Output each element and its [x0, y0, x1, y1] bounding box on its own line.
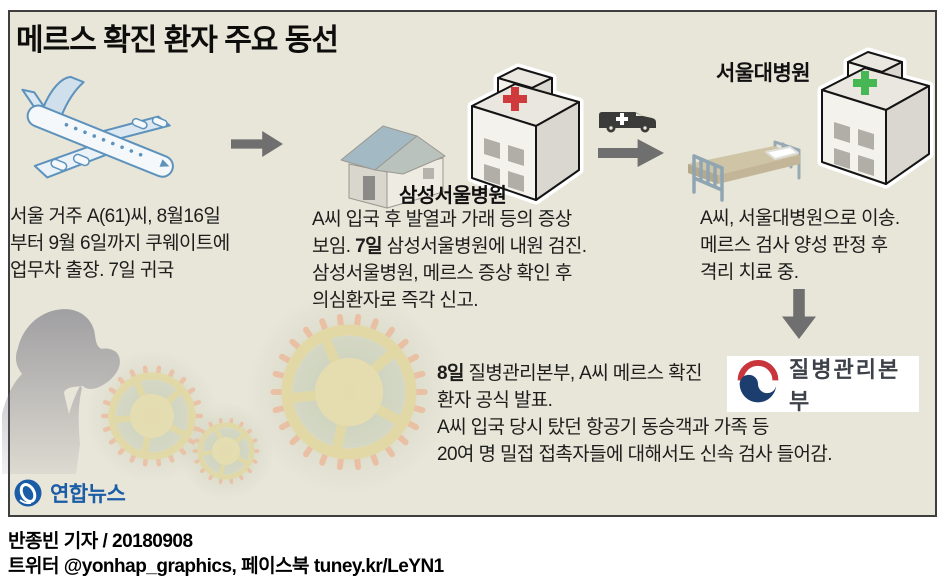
korea-gov-taegeuk-icon	[737, 359, 779, 403]
house-icon	[340, 125, 446, 209]
samsung-hospital-label: 삼성서울병원	[399, 185, 507, 207]
airplane-icon	[21, 75, 174, 179]
mers-virus-icon-large	[270, 313, 428, 471]
yonhap-logo-label: 연합뉴스	[50, 483, 126, 506]
page-title: 메르스 확진 환자 주요 동선	[16, 24, 339, 57]
hospital-bed-icon	[688, 140, 801, 202]
yonhap-logo: 연합뉴스	[13, 478, 126, 508]
mers-virus-icon-small	[192, 418, 260, 484]
hospital-green-cross-icon	[817, 47, 934, 189]
hospital-red-cross-icon	[467, 63, 584, 205]
yonhap-globe-icon	[14, 479, 42, 507]
kcdc-logo: 질병관리본부	[727, 356, 919, 414]
snuh-label: 서울대병원	[716, 62, 811, 85]
ambulance-icon	[599, 112, 656, 133]
social-links: 트위터 @yonhap_graphics, 페이스북 tuney.kr/LeYN…	[8, 556, 444, 577]
byline: 반종빈 기자 / 20180908	[8, 531, 193, 552]
kcdc-logo-label: 질병관리본부	[789, 357, 901, 414]
coughing-person-icon	[2, 309, 120, 474]
mers-virus-icon-medium	[100, 365, 204, 467]
